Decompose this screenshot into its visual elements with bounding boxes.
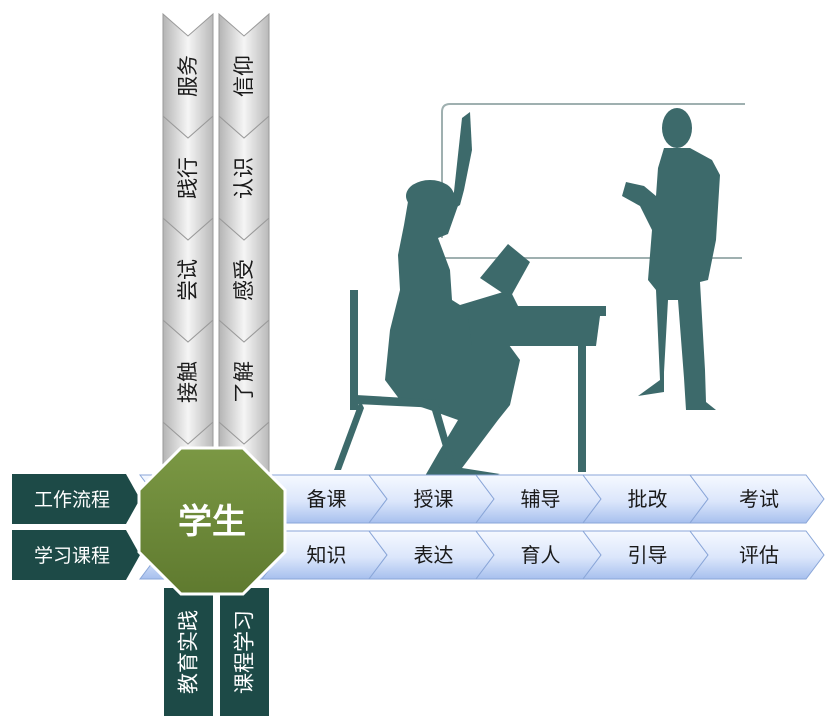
left-column-label-1: 服务 [176, 55, 200, 97]
right-column-label-2: 认识 [232, 157, 256, 199]
row2-step-label-1: 知识 [307, 543, 347, 567]
right-column-label-3: 感受 [232, 259, 256, 301]
teacher-silhouette [622, 108, 720, 410]
chair-silhouette [334, 290, 457, 470]
row1-step-label-5: 考试 [739, 487, 779, 511]
row2-step-label-4: 引导 [628, 543, 668, 567]
bottom-left-label: 教育实践 [177, 610, 201, 694]
right-column-chevron-1 [218, 12, 270, 139]
left-column-chevron-1 [162, 12, 214, 139]
row1-label: 工作流程 [34, 489, 110, 511]
desk-silhouette [458, 306, 606, 472]
row2-step-label-2: 表达 [414, 543, 454, 567]
row1-step-label-1: 备课 [307, 487, 347, 511]
bottom-bar-right: 课程学习 [220, 588, 269, 716]
left-column-label-2: 践行 [176, 157, 200, 199]
left-column-label-4: 接触 [176, 361, 200, 403]
center-label: 学生 [178, 502, 246, 542]
student-silhouette [385, 112, 530, 480]
bottom-right-label: 课程学习 [233, 610, 257, 694]
row1-step-5 [689, 474, 825, 524]
left-column-label-3: 尝试 [176, 259, 200, 301]
right-column-label-1: 信仰 [232, 55, 256, 97]
row1-label-box: 工作流程 [12, 474, 140, 524]
row2-step-5 [689, 530, 825, 580]
row1-step-label-2: 授课 [414, 487, 454, 511]
classroom-silhouette [334, 103, 745, 480]
right-column-label-4: 了解 [232, 361, 256, 403]
center-node: 学生 [137, 446, 287, 596]
row2-label-box: 学习课程 [12, 530, 140, 580]
row1-step-label-4: 批改 [628, 487, 668, 511]
row1-step-label-3: 辅导 [521, 487, 561, 511]
bottom-bar-left: 教育实践 [164, 588, 213, 716]
row2-step-label-5: 评估 [739, 543, 779, 567]
row2-step-label-3: 育人 [521, 543, 561, 567]
row2-label: 学习课程 [34, 545, 110, 567]
